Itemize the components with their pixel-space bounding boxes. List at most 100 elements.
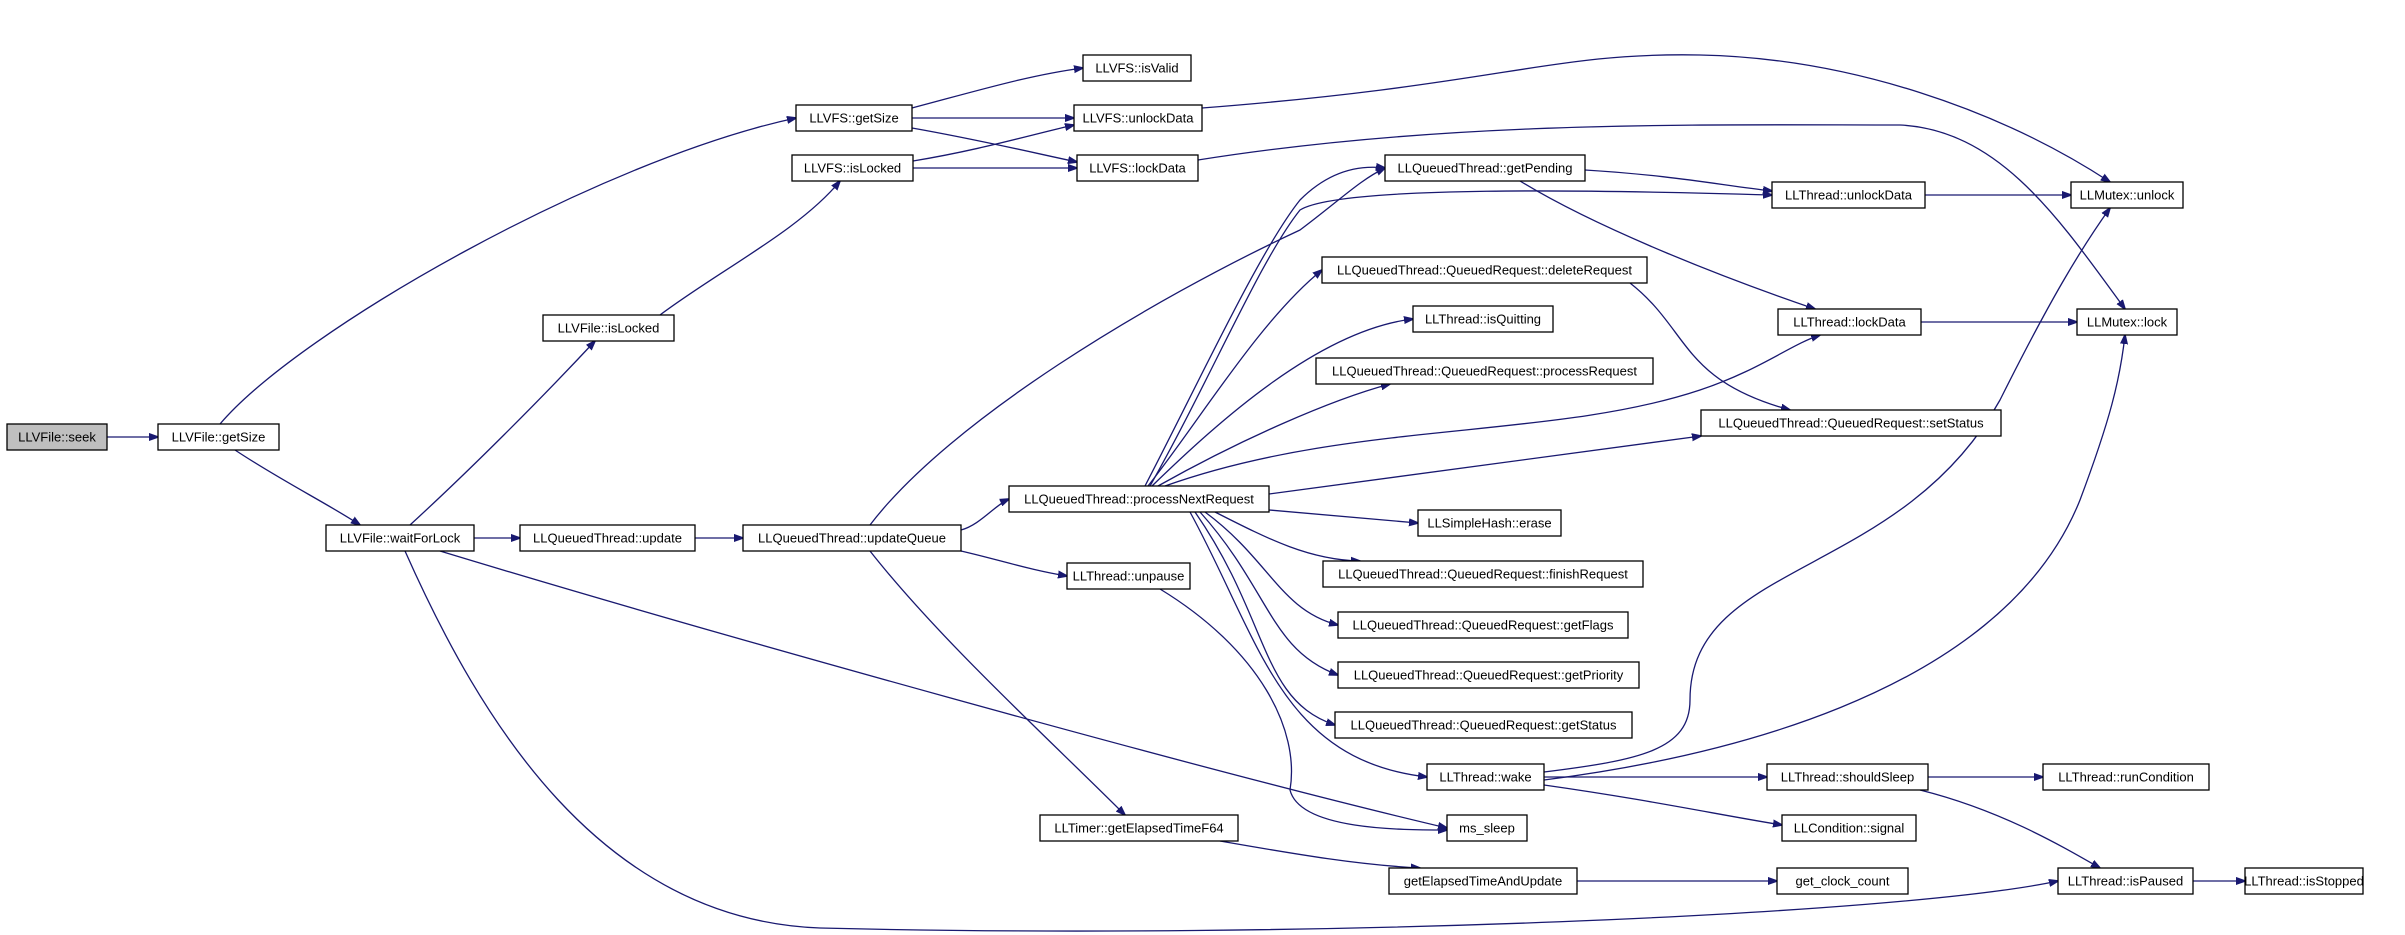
node-wake[interactable]: LLThread::wake — [1426, 763, 1545, 791]
node-signal[interactable]: LLCondition::signal — [1781, 814, 1917, 842]
node-getElapsedTimeAndUpdate[interactable]: getElapsedTimeAndUpdate — [1388, 867, 1578, 895]
node-box[interactable] — [519, 524, 696, 552]
node-box[interactable] — [1388, 867, 1578, 895]
node-update[interactable]: LLQueuedThread::update — [519, 524, 696, 552]
node-box[interactable] — [1082, 54, 1192, 82]
node-box[interactable] — [2244, 867, 2364, 895]
node-mutexUnlock[interactable]: LLMutex::unlock — [2070, 181, 2184, 209]
node-getStatus[interactable]: LLQueuedThread::QueuedRequest::getStatus — [1334, 711, 1633, 739]
node-unpause[interactable]: LLThread::unpause — [1066, 562, 1191, 590]
node-box[interactable] — [1322, 560, 1644, 588]
node-isValid[interactable]: LLVFS::isValid — [1082, 54, 1192, 82]
node-box[interactable] — [1776, 867, 1909, 895]
node-box[interactable] — [1412, 305, 1554, 333]
edge-processNextRequest-to-getPriority — [1199, 511, 1338, 675]
node-label: LLQueuedThread::updateQueue — [758, 531, 946, 546]
node-getElapsedTimeF64[interactable]: LLTimer::getElapsedTimeF64 — [1039, 814, 1239, 842]
node-box[interactable] — [1337, 661, 1640, 689]
node-box[interactable] — [1321, 256, 1648, 284]
node-label: LLVFile::seek — [18, 430, 96, 445]
node-box[interactable] — [2076, 308, 2178, 336]
node-box[interactable] — [1315, 357, 1654, 385]
node-label: LLThread::unlockData — [1785, 188, 1913, 203]
node-box[interactable] — [6, 423, 108, 451]
node-mutexLock[interactable]: LLMutex::lock — [2076, 308, 2178, 336]
node-box[interactable] — [1777, 308, 1922, 336]
node-box[interactable] — [791, 154, 914, 182]
node-unlockDataThread[interactable]: LLThread::unlockData — [1771, 181, 1926, 209]
edge-getPending-to-lockDataThread — [1519, 180, 1815, 309]
node-label: LLVFS::isValid — [1095, 61, 1178, 76]
node-box[interactable] — [1337, 611, 1629, 639]
node-waitForLock[interactable]: LLVFile::waitForLock — [325, 524, 475, 552]
node-isPaused[interactable]: LLThread::isPaused — [2057, 867, 2194, 895]
node-processNextRequest[interactable]: LLQueuedThread::processNextRequest — [1008, 485, 1270, 513]
node-lockDataVFS[interactable]: LLVFS::lockData — [1076, 154, 1199, 182]
node-getPending[interactable]: LLQueuedThread::getPending — [1384, 154, 1586, 182]
node-box[interactable] — [2057, 867, 2194, 895]
node-box[interactable] — [1073, 104, 1203, 132]
node-isStopped[interactable]: LLThread::isStopped — [2244, 867, 2364, 895]
node-getSizeFile[interactable]: LLVFile::getSize — [157, 423, 280, 451]
node-box[interactable] — [742, 524, 962, 552]
node-getSizeVFS[interactable]: LLVFS::getSize — [795, 104, 913, 132]
node-label: LLVFS::getSize — [809, 111, 898, 126]
node-label: get_clock_count — [1796, 874, 1890, 889]
node-setStatus[interactable]: LLQueuedThread::QueuedRequest::setStatus — [1700, 409, 2002, 437]
node-box[interactable] — [1076, 154, 1199, 182]
node-updateQueue[interactable]: LLQueuedThread::updateQueue — [742, 524, 962, 552]
edge-wake-to-mutexLock — [1543, 335, 2125, 781]
node-finishRequest[interactable]: LLQueuedThread::QueuedRequest::finishReq… — [1322, 560, 1644, 588]
node-erase[interactable]: LLSimpleHash::erase — [1417, 509, 1562, 537]
node-processRequest[interactable]: LLQueuedThread::QueuedRequest::processRe… — [1315, 357, 1654, 385]
node-box[interactable] — [1066, 562, 1191, 590]
node-box[interactable] — [1008, 485, 1270, 513]
node-box[interactable] — [157, 423, 280, 451]
node-box[interactable] — [1417, 509, 1562, 537]
edge-processNextRequest-to-unlockDataThread — [1149, 190, 1772, 487]
node-box[interactable] — [1384, 154, 1586, 182]
node-getFlags[interactable]: LLQueuedThread::QueuedRequest::getFlags — [1337, 611, 1629, 639]
node-getPriority[interactable]: LLQueuedThread::QueuedRequest::getPriori… — [1337, 661, 1640, 689]
node-label: LLQueuedThread::update — [533, 531, 682, 546]
node-unlockDataVFS[interactable]: LLVFS::unlockData — [1073, 104, 1203, 132]
node-label: LLVFS::isLocked — [804, 161, 901, 176]
node-label: LLQueuedThread::processNextRequest — [1024, 492, 1254, 507]
node-box[interactable] — [542, 314, 675, 342]
node-box[interactable] — [1771, 181, 1926, 209]
node-label: LLThread::isPaused — [2068, 874, 2183, 889]
edge-wake-to-mutexUnlock — [1543, 208, 2110, 773]
node-deleteRequest[interactable]: LLQueuedThread::QueuedRequest::deleteReq… — [1321, 256, 1648, 284]
node-msSleep[interactable]: ms_sleep — [1446, 814, 1528, 842]
edge-updateQueue-to-getPending — [869, 168, 1385, 526]
node-box[interactable] — [1039, 814, 1239, 842]
node-isLockedVFS[interactable]: LLVFS::isLocked — [791, 154, 914, 182]
node-box[interactable] — [1766, 763, 1929, 791]
node-shouldSleep[interactable]: LLThread::shouldSleep — [1766, 763, 1929, 791]
node-box[interactable] — [1334, 711, 1633, 739]
node-box[interactable] — [325, 524, 475, 552]
node-box[interactable] — [2070, 181, 2184, 209]
node-seek[interactable]: LLVFile::seek — [6, 423, 108, 451]
node-box[interactable] — [795, 104, 913, 132]
node-label: LLThread::lockData — [1793, 315, 1906, 330]
node-box[interactable] — [1446, 814, 1528, 842]
edge-processNextRequest-to-getPending — [1144, 167, 1385, 487]
node-isLockedFile[interactable]: LLVFile::isLocked — [542, 314, 675, 342]
edge-processNextRequest-to-finishRequest — [1214, 511, 1360, 561]
node-runCondition[interactable]: LLThread::runCondition — [2042, 763, 2210, 791]
node-lockDataThread[interactable]: LLThread::lockData — [1777, 308, 1922, 336]
edge-processNextRequest-to-deleteRequest — [1147, 270, 1322, 487]
edge-getPending-to-unlockDataThread — [1584, 169, 1772, 191]
node-label: getElapsedTimeAndUpdate — [1404, 874, 1563, 889]
node-box[interactable] — [1700, 409, 2002, 437]
edge-processNextRequest-to-getFlags — [1204, 511, 1338, 625]
node-box[interactable] — [2042, 763, 2210, 791]
node-box[interactable] — [1426, 763, 1545, 791]
node-isQuitting[interactable]: LLThread::isQuitting — [1412, 305, 1554, 333]
edge-processNextRequest-to-getStatus — [1194, 511, 1335, 725]
node-box[interactable] — [1781, 814, 1917, 842]
node-getClockCount[interactable]: get_clock_count — [1776, 867, 1909, 895]
edge-getSizeVFS-to-lockDataVFS — [911, 127, 1077, 162]
